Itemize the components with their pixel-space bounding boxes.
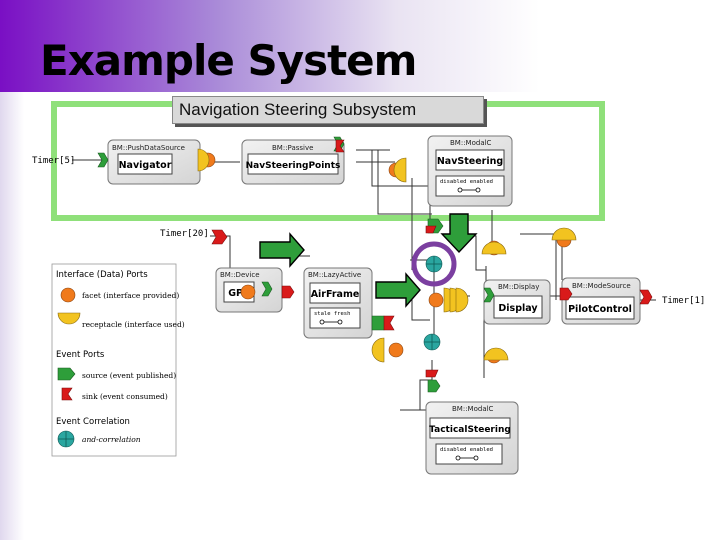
- facet-icon: [60, 287, 76, 303]
- tacticalsteering-attr: disabled enabled: [440, 447, 493, 453]
- navigator-name: Navigator: [119, 160, 172, 171]
- airframe-name: AirFrame: [311, 289, 360, 300]
- event-arrow-icon: [259, 232, 305, 268]
- airframe-attr: stale fresh: [314, 311, 350, 317]
- pilotcontrol-type: BM::ModeSource: [572, 282, 631, 290]
- event-source-icon: [483, 287, 495, 303]
- legend-receptacle: receptacle (interface used): [82, 320, 185, 329]
- event-source-icon: [261, 281, 273, 297]
- navsteering-type: BM::ModalC: [450, 139, 492, 147]
- event-source-icon: [427, 379, 441, 393]
- page-title: Example System: [40, 36, 417, 85]
- navsteering-attr: disabled enabled: [440, 179, 493, 185]
- event-sink-icon: [639, 289, 653, 305]
- legend-source: source (event published): [82, 371, 176, 380]
- navsteeringpoints-name: NavSteeringPoints: [246, 161, 341, 171]
- timer-5-label: Timer[5]: [32, 156, 75, 166]
- display-type: BM::Display: [498, 283, 539, 291]
- airframe-component[interactable]: BM::LazyActive AirFrame stale fresh: [303, 267, 373, 339]
- side-band: [0, 92, 24, 540]
- legend: Interface (Data) Ports facet (interface …: [51, 263, 185, 457]
- receptacle-icon: [551, 227, 577, 241]
- navsteering-component[interactable]: BM::ModalC NavSteering disabled enabled: [427, 135, 513, 207]
- mode-toggle-icon: [319, 319, 343, 325]
- event-sink-icon: [425, 225, 437, 234]
- tacticalsteering-name: TacticalSteering: [429, 425, 511, 435]
- display-name: Display: [498, 303, 538, 314]
- and-correlation-icon: [423, 333, 441, 351]
- event-sink-icon: [281, 285, 295, 299]
- receptacle-icon: [455, 287, 469, 313]
- navsteering-name: NavSteering: [437, 156, 503, 167]
- tacticalsteering-component[interactable]: BM::ModalC TacticalSteering disabled ena…: [425, 401, 519, 475]
- timer-1-label: Timer[1]: [662, 296, 705, 306]
- event-source-icon: [57, 367, 76, 381]
- legend-facet: facet (interface provided): [82, 291, 179, 300]
- airframe-type: BM::LazyActive: [308, 271, 361, 279]
- timer-20-label: Timer[20]: [160, 229, 209, 239]
- navsteeringpoints-component[interactable]: BM::Passive NavSteeringPoints: [241, 139, 345, 185]
- facet-icon: [428, 292, 444, 308]
- event-sink-icon: [383, 315, 395, 331]
- event-source-icon: [97, 152, 109, 168]
- facet-icon: [388, 342, 404, 358]
- legend-event-title: Event Ports: [56, 350, 105, 360]
- subsystem-label: Navigation Steering Subsystem: [172, 96, 484, 124]
- receptacle-icon: [393, 157, 407, 183]
- legend-and: and-correlation: [82, 435, 141, 444]
- gps-name: GPS: [228, 288, 250, 299]
- legend-correlation-title: Event Correlation: [56, 417, 130, 427]
- legend-sink: sink (event consumed): [82, 392, 168, 401]
- receptacle-icon: [371, 337, 385, 363]
- event-sink-icon: [335, 139, 345, 153]
- event-sink-icon: [559, 287, 573, 301]
- display-component[interactable]: BM::Display Display: [483, 279, 551, 325]
- facet-icon: [240, 284, 256, 300]
- mode-toggle-icon: [457, 187, 481, 193]
- event-arrow-icon: [440, 213, 478, 254]
- gps-type: BM::Device: [220, 271, 260, 279]
- pilotcontrol-component[interactable]: BM::ModeSource PilotControl: [561, 277, 641, 325]
- navigator-component[interactable]: BM::PushDataSource Navigator: [107, 139, 201, 185]
- navigator-type: BM::PushDataSource: [112, 144, 185, 152]
- pilotcontrol-name: PilotControl: [568, 304, 632, 315]
- highlight-circle: [411, 241, 457, 287]
- event-arrow-icon: [375, 272, 421, 308]
- event-sink-icon: [425, 369, 439, 378]
- tacticalsteering-type: BM::ModalC: [452, 405, 494, 413]
- mode-toggle-icon: [455, 455, 479, 461]
- and-correlation-icon: [57, 430, 75, 448]
- event-sink-icon: [211, 229, 228, 245]
- title-banner: [0, 0, 720, 92]
- event-sink-icon: [61, 387, 73, 401]
- navsteeringpoints-type: BM::Passive: [272, 144, 313, 152]
- legend-interface-title: Interface (Data) Ports: [56, 270, 148, 280]
- receptacle-icon: [197, 148, 210, 172]
- receptacle-icon: [481, 241, 507, 255]
- receptacle-icon: [57, 312, 81, 325]
- receptacle-icon: [483, 347, 509, 361]
- and-correlation-icon: [425, 255, 443, 273]
